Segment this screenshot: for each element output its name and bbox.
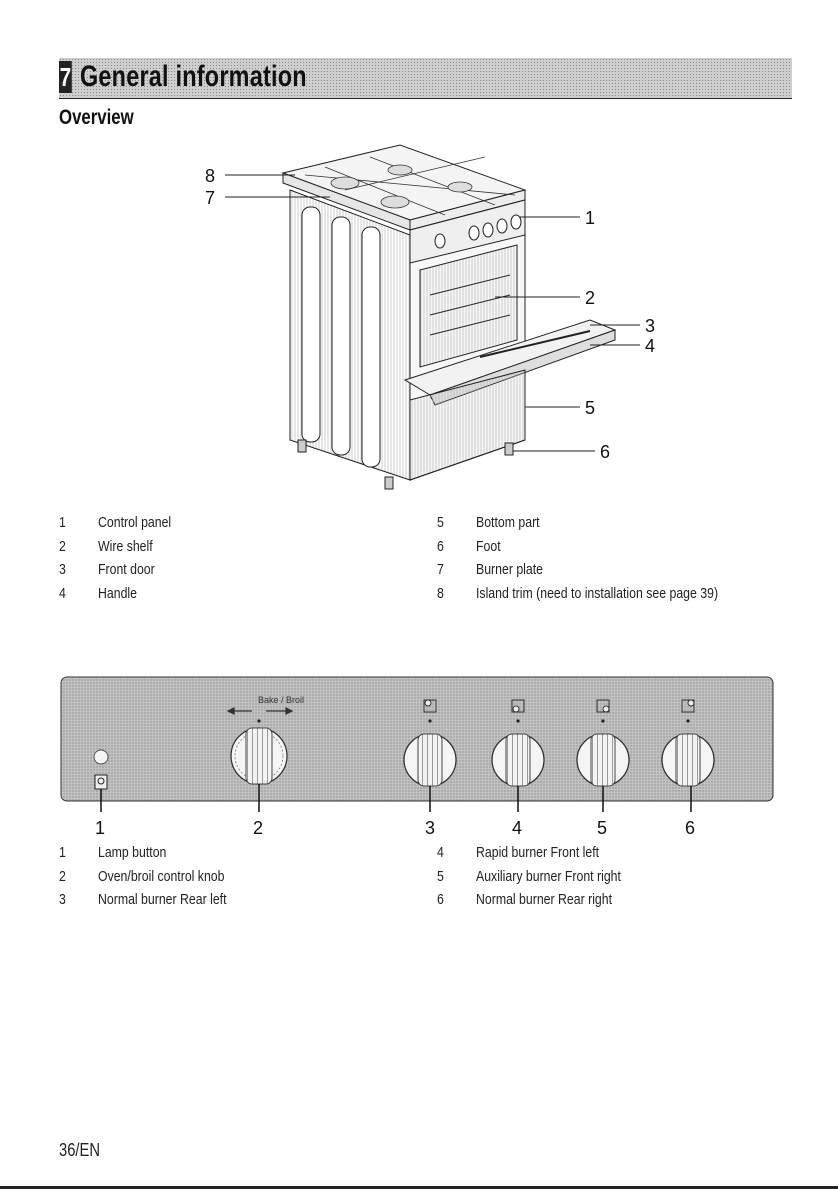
chapter-title: General information (80, 60, 307, 93)
bottom-rule (0, 1186, 838, 1189)
burner-rear-left-icon (423, 699, 437, 713)
chapter-number: 7 (59, 61, 72, 93)
burner-knob-rear-left (403, 733, 457, 787)
burner-knob-front-right (576, 733, 630, 787)
page-number: 36/EN (59, 1140, 101, 1160)
callout-5: 5 (585, 398, 595, 418)
burner-front-left-icon (511, 699, 525, 713)
panel-callout-6: 6 (685, 818, 695, 838)
callout-6: 6 (600, 442, 610, 462)
callout-1: 1 (585, 208, 595, 228)
control-panel-illustration: Bake / Broil (60, 676, 774, 838)
bake-broil-label: Bake / Broil (258, 695, 304, 705)
section-title: Overview (59, 106, 134, 129)
panel-callout-4: 4 (512, 818, 522, 838)
panel-callout-5: 5 (597, 818, 607, 838)
panel-callout-3: 3 (425, 818, 435, 838)
callout-4: 4 (645, 336, 655, 356)
callout-2: 2 (585, 288, 595, 308)
burner-knob-rear-right (661, 733, 715, 787)
burner-front-right-icon (596, 699, 610, 713)
callout-3: 3 (645, 316, 655, 336)
lamp-icon (94, 774, 108, 790)
callout-8: 8 (205, 166, 215, 186)
oven-illustration: 8 7 1 2 3 4 5 6 (205, 144, 655, 490)
callout-7: 7 (205, 188, 215, 208)
oven-broil-knob (230, 727, 288, 785)
panel-callout-1: 1 (95, 818, 105, 838)
burner-rear-right-icon (681, 699, 695, 713)
panel-callout-2: 2 (253, 818, 263, 838)
chapter-header: 7 General information (59, 58, 792, 99)
burner-knob-front-left (491, 733, 545, 787)
